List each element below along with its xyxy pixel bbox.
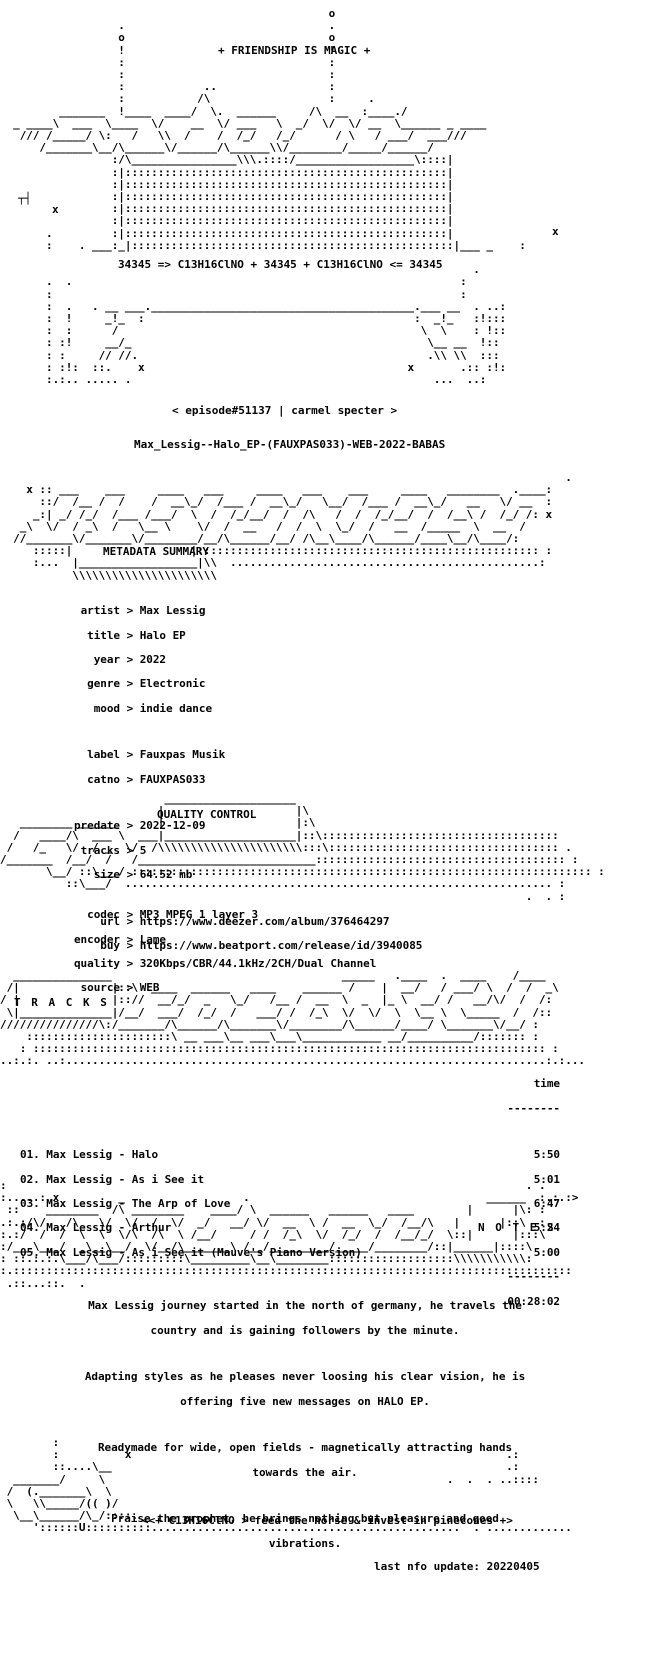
quality-ascii-art: ____________________ | |\ ________ _____… [0,792,605,903]
metadata-ascii-art: . x :: ___ ___ ____ ___ ____ ___ ___ ___… [13,471,572,582]
formula-text: 34345 => C13H16ClNO + 34345 + C13H16ClNO… [118,258,443,271]
metadata-summary-title: METADATA SUMMARY [103,545,209,558]
notes-p1-line1: Max Lessig journey started in the north … [88,1299,522,1313]
time-header: time [533,1077,560,1091]
metadata-fields: artist > Max Lessig title > Halo EP year… [0,593,422,965]
tracks-title: T R A C K S [14,996,109,1009]
notes-p3-line1: Readymade for wide, open fields - magnet… [97,1441,513,1455]
meta-row-artist: artist > Max Lessig [80,604,206,618]
meta-row-size: size > 64.52 mb [93,868,193,882]
meta-row-year: year > 2022 [93,653,167,667]
quality-row-quality: quality > 320Kbps/CBR/44.1kHz/2CH/Dual C… [73,957,377,971]
quality-row-codec: codec > MP3 MPEG 1 layer 3 [87,908,259,922]
total-time: 00:28:02 [507,1294,560,1308]
quality-control-title: QUALITY CONTROL [157,808,257,821]
left-x-mark: x [52,203,59,216]
quality-fields: codec > MP3 MPEG 1 layer 3 encoder > Lam… [0,897,376,1007]
notes-title: N O T E S [478,1221,556,1234]
meta-row-tracks: tracks > 5 [80,843,147,857]
buy-link[interactable]: https://www.beatport.com/release/id/3940… [139,939,423,953]
last-update: last nfo update: 20220405 [374,1560,540,1573]
total-underline: -------- [507,1270,560,1284]
quality-row-source: source > WEB [80,981,160,995]
meta-row-predate: predate > 2022-12-09 [73,819,206,833]
release-name: Max_Lessig--Halo_EP-(FAUXPAS033)-WEB-202… [134,438,446,451]
tracks-ascii-art: _______________ _____ .____ . ____ /____… [0,969,585,1068]
meta-row-catno: catno > FAUXPAS033 [87,772,206,786]
meta-row-title: title > Halo EP [87,628,186,642]
right-x-mark: x [552,225,559,238]
banner-text: + FRIENDSHIP IS MAGIC + [218,44,371,57]
meta-row-mood: mood > indie dance [93,701,213,715]
footer-ascii-art: : : x .: ::....\__ .: _______/ \ [6,1436,572,1535]
notes-ascii-art: : . . :.....: x _ . ______ :.:.:> :: ___… [0,1179,579,1290]
notes-p2-line1: Adapting styles as he pleases never loos… [84,1370,526,1384]
notes-p2-line2: offering five new messages on HALO EP. [180,1394,430,1408]
meta-row-label: label > Fauxpas Musik [87,748,226,762]
track-row: 05. Max Lessig - As i See it (Mauve's Pi… [20,1245,560,1259]
left-cross-mark: ┬┤ [18,192,32,205]
notes-p4-line1: Praise the prophet, he brings nothing bu… [111,1512,499,1526]
header-ascii-art: o . . o o ! ! : [13,7,526,387]
meta-row-url[interactable]: url > https://www.deezer.com/album/37646… [100,914,390,928]
meta-row-genre: genre > Electronic [87,677,206,691]
notes-p3-line2: towards the air. [252,1465,358,1479]
quality-row-encoder: encoder > Lame [73,932,167,946]
notes-text: Max Lessig journey started in the north … [0,1288,610,1562]
notes-p4-line2: vibrations. [268,1536,342,1550]
url-link[interactable]: https://www.deezer.com/album/376464297 [139,914,390,928]
notes-p1-line2: country and is gaining followers by the … [150,1323,460,1337]
meta-row-buy[interactable]: buy > https://www.beatport.com/release/i… [100,939,423,953]
episode-line: < episode#51137 | carmel specter > [172,404,398,417]
time-header-underline: -------- [507,1101,560,1115]
footer-slogan: <<+ C13H16ClNO > feed the horse & invest… [142,1514,513,1527]
